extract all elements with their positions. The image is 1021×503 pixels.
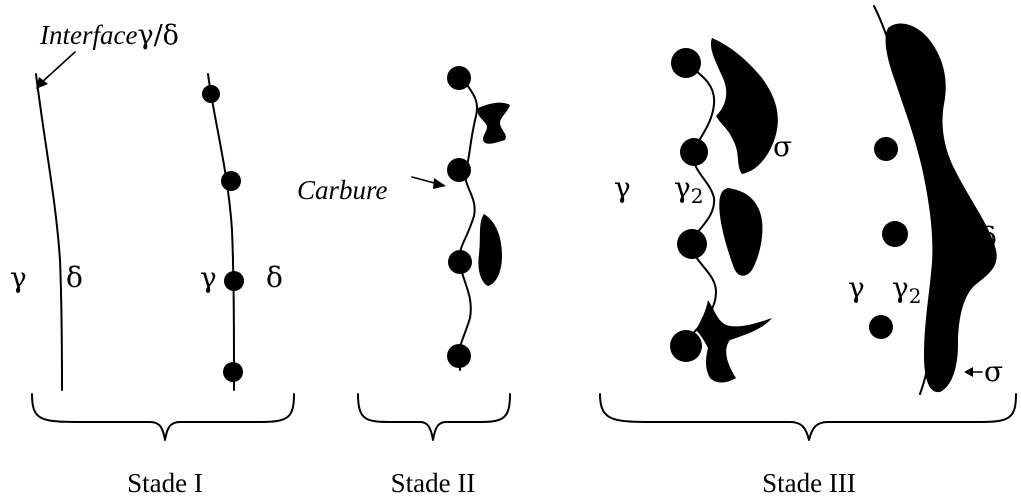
sigma-precipitate: [719, 188, 763, 276]
carbide-particle: [224, 271, 244, 291]
delta-phase-label: δ: [66, 261, 83, 294]
gamma2-phase-label: γ2: [674, 171, 703, 208]
stage-2-figure: Carbure Stade II: [297, 66, 511, 498]
stage-1-brace: [31, 393, 295, 441]
sigma-precipitate: [478, 214, 502, 286]
carbide-particle: [223, 362, 243, 382]
delta-phase-body: [885, 23, 997, 393]
carbide-particle: [447, 344, 471, 368]
gamma2-base: γ: [674, 171, 691, 204]
stage-3-figure: σ γ γ2 δ γ γ2 σ Stade III: [599, 5, 1017, 498]
stage-2-label: Stade II: [391, 468, 476, 498]
interface-label-word: Interface: [39, 20, 137, 50]
gamma2-phase-label: γ2: [892, 271, 921, 308]
interface-label: Interfaceγ/δ: [39, 20, 179, 51]
carbide-particle: [447, 158, 471, 182]
sigma-arrow-head: [751, 142, 760, 152]
carbide-particle: [882, 221, 908, 247]
carbide-particle: [677, 229, 707, 259]
carbure-label: Carbure: [297, 175, 388, 205]
gamma2-subscript: 2: [909, 284, 922, 308]
sigma-precipitate: [710, 38, 778, 174]
sigma-arrow-head: [964, 367, 973, 377]
carbide-particle: [448, 250, 472, 274]
carbide-particle: [671, 48, 701, 78]
stage-2-brace: [357, 393, 511, 441]
stage-1-figure: Interfaceγ/δ γ δ γ δ Stade I: [10, 20, 295, 498]
gamma-phase-label: γ: [614, 171, 631, 204]
carbide-particle: [221, 171, 241, 191]
sigma-phase-label: σ: [773, 130, 792, 163]
gamma-phase-label: γ: [10, 261, 27, 294]
sigma-phase-label: σ: [984, 355, 1003, 388]
stage-3-brace: [599, 393, 1017, 441]
interface-arrow-line: [40, 51, 76, 84]
carbide-particle: [680, 138, 708, 166]
carbide-particle: [670, 330, 702, 362]
gamma2-base: γ: [892, 271, 909, 304]
interface-arrow-head: [36, 77, 48, 89]
gamma-phase-label: γ: [848, 271, 865, 304]
carbide-particle: [874, 137, 898, 161]
stage-3-label: Stade III: [762, 468, 856, 498]
delta-phase-label: δ: [266, 261, 283, 294]
sigma-precipitate: [696, 300, 772, 383]
decorated-interface-line: [685, 62, 717, 347]
decorated-interface-line: [458, 77, 478, 371]
carbure-arrow-head: [433, 178, 446, 189]
carbide-particle: [202, 85, 220, 103]
sigma-precipitate: [477, 102, 510, 144]
carbide-decorated-interface-line: [207, 73, 235, 391]
delta-phase-label: δ: [980, 221, 997, 254]
plain-interface-line: [35, 73, 63, 391]
stage-1-label: Stade I: [127, 468, 203, 498]
gamma-phase-label: γ: [200, 261, 217, 294]
carbide-particle: [447, 66, 471, 90]
interface-label-phases: γ/δ: [137, 20, 179, 51]
carbide-particle: [869, 315, 893, 339]
gamma2-subscript: 2: [691, 184, 704, 208]
